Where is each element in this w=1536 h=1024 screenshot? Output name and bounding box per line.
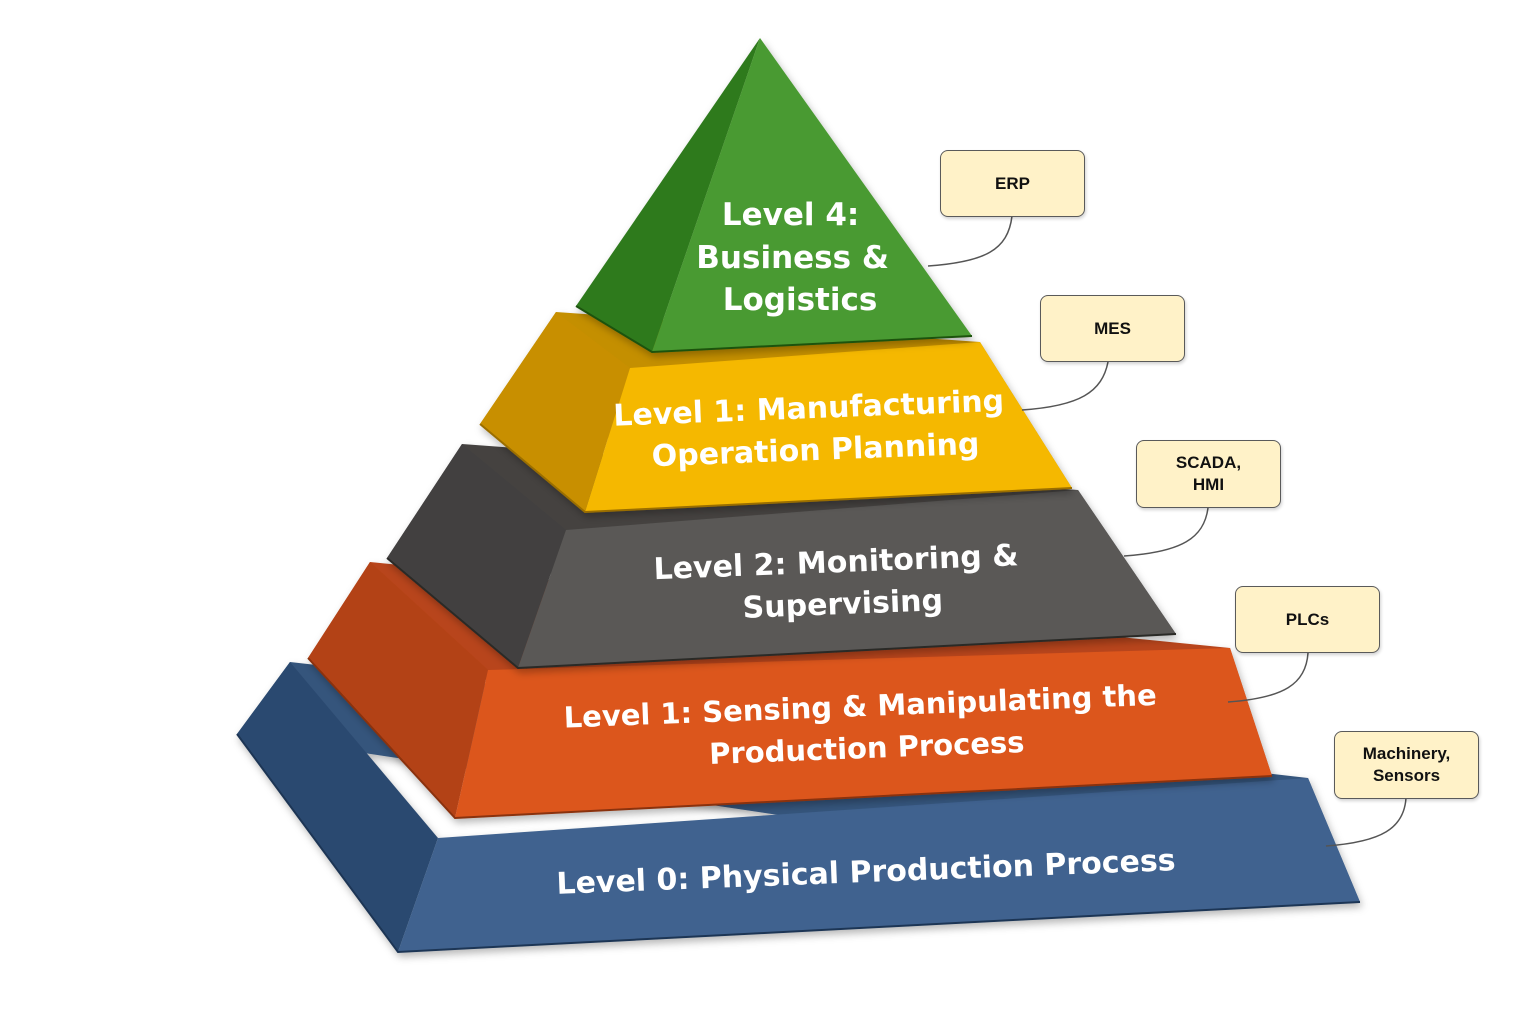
tier-level-3-front-face bbox=[585, 342, 1072, 512]
tier-level-0-left-face bbox=[237, 662, 438, 952]
callout-erp-text: ERP bbox=[995, 173, 1030, 193]
tier-level-4-label: Level 4: Business & Logistics bbox=[696, 197, 899, 318]
connector-machinery-sensors bbox=[1325, 797, 1407, 847]
callout-scada-hmi: SCADA, HMI bbox=[1136, 440, 1281, 508]
tier-level-2-left-face bbox=[387, 444, 566, 668]
callout-connectors bbox=[927, 215, 1407, 847]
tier-level-4-left-face bbox=[576, 38, 760, 352]
tier-level-3-label: Level 1: Manufacturing Operation Plannin… bbox=[613, 383, 1017, 475]
tier-level-1-left-face bbox=[308, 562, 488, 818]
tier-level-3 bbox=[479, 312, 1073, 514]
tier-level-4-front-face bbox=[652, 38, 972, 352]
connector-plcs bbox=[1227, 652, 1309, 703]
tier-level-0-front-face bbox=[398, 778, 1360, 952]
connector-scada-hmi bbox=[1123, 507, 1209, 557]
callout-plcs: PLCs bbox=[1235, 586, 1380, 653]
callout-mes-text: MES bbox=[1094, 318, 1131, 338]
callout-scada-hmi-text: SCADA, HMI bbox=[1175, 453, 1242, 494]
connector-erp bbox=[927, 215, 1013, 267]
callout-mes: MES bbox=[1040, 295, 1185, 362]
connector-mes bbox=[1021, 361, 1109, 411]
tier-level-4 bbox=[575, 38, 973, 354]
callout-machinery-sensors: Machinery, Sensors bbox=[1334, 731, 1479, 799]
callout-plcs-text: PLCs bbox=[1285, 609, 1330, 629]
tier-level-3-left-face bbox=[480, 312, 630, 512]
callout-erp: ERP bbox=[940, 150, 1085, 217]
tier-level-1-front-face bbox=[455, 648, 1272, 818]
callout-machinery-sensors-text: Machinery, Sensors bbox=[1362, 744, 1451, 785]
tier-level-2-front-face bbox=[518, 490, 1176, 668]
